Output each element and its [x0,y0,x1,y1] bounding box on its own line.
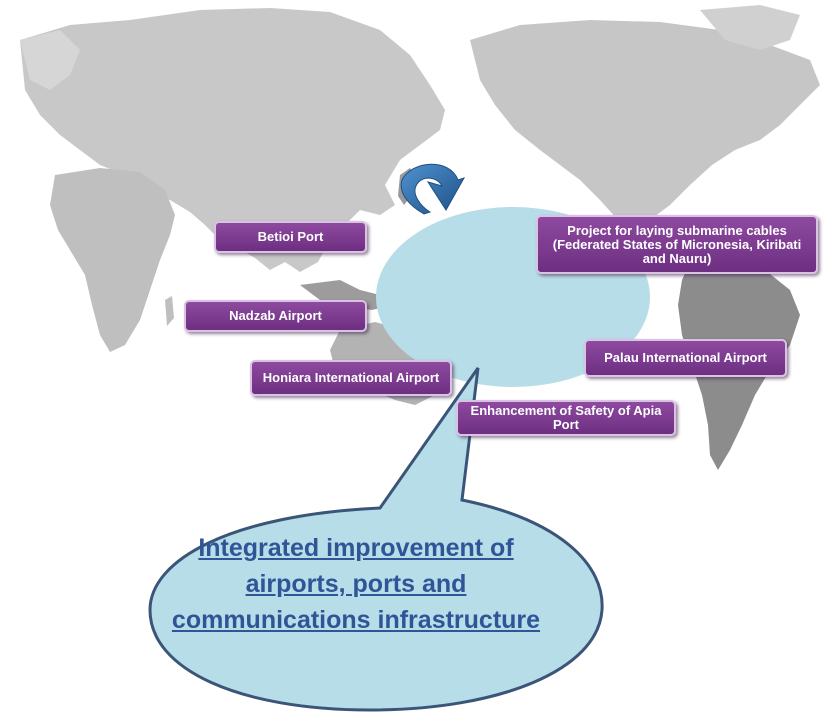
asia-landmass [20,8,445,272]
label-honiara-international-airport: Honiara International Airport [250,360,452,396]
callout-text: Integrated improvement of airports, port… [171,534,541,634]
label-submarine-cables-project: Project for laying submarine cables (Fed… [536,215,818,274]
label-apia-port-safety: Enhancement of Safety of Apia Port [456,400,676,436]
speech-balloon [148,367,604,712]
europe-landmass [20,30,80,90]
curved-arrow-icon [400,163,466,215]
madagascar-island [165,296,174,326]
label-palau-international-airport: Palau International Airport [584,339,787,377]
label-nadzab-airport: Nadzab Airport [184,300,367,332]
greenland-landmass [700,5,800,50]
indonesia-islands [300,280,392,310]
africa-landmass [50,168,175,352]
north-america-landmass [470,20,820,230]
label-betioi-port: Betioi Port [214,221,367,253]
